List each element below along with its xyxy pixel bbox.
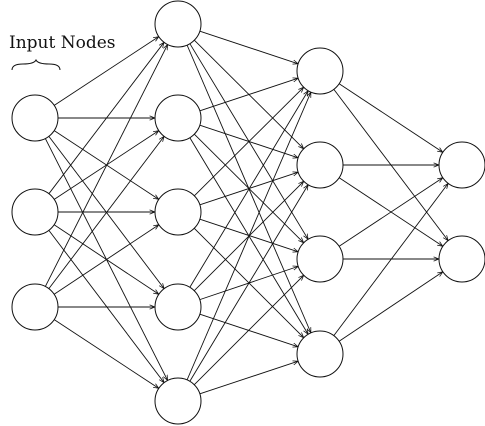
edge-l2-0-to-0 — [338, 83, 443, 153]
hidden1-node-3 — [154, 188, 202, 236]
hidden2-node-4 — [296, 330, 344, 378]
edge-l2-3-to-0 — [333, 183, 448, 336]
output-node-2 — [438, 235, 485, 283]
edge-l1-4-to-3 — [199, 361, 298, 395]
input-nodes-label: Input Nodes — [9, 33, 116, 53]
edge-l1-4-to-0 — [186, 92, 312, 381]
edge-l1-1-to-0 — [199, 78, 298, 112]
edge-l0-2-to-4 — [53, 319, 159, 389]
hidden2-node-3 — [296, 235, 344, 283]
edge-l2-3-to-1 — [338, 272, 443, 342]
input-node-2 — [11, 188, 59, 236]
hidden2-node-2 — [296, 141, 344, 189]
input-nodes-brace — [11, 58, 61, 71]
edge-l2-2-to-0 — [338, 178, 443, 247]
edge-l0-2-to-0 — [44, 45, 167, 287]
hidden2-node-1 — [296, 47, 344, 95]
edge-l0-1-to-4 — [48, 230, 164, 382]
hidden1-node-4 — [154, 283, 202, 331]
hidden1-node-2 — [154, 94, 202, 142]
edge-l1-4-to-2 — [193, 275, 303, 386]
edge-l0-2-to-1 — [48, 136, 164, 289]
hidden1-node-5 — [154, 377, 202, 425]
edge-l1-3-to-0 — [189, 91, 308, 288]
input-node-1 — [11, 94, 59, 142]
edge-l1-4-to-1 — [189, 185, 308, 382]
edge-l1-2-to-0 — [194, 87, 303, 197]
edge-l0-2-to-2 — [53, 225, 159, 295]
output-node-1 — [438, 141, 485, 189]
connection-layer — [44, 30, 448, 395]
hidden1-node-1 — [154, 0, 202, 48]
edge-l1-0-to-0 — [199, 30, 298, 64]
edge-l0-1-to-0 — [48, 42, 164, 194]
edge-l0-0-to-0 — [53, 37, 159, 106]
input-node-3 — [11, 283, 59, 331]
node-layer — [11, 0, 485, 425]
